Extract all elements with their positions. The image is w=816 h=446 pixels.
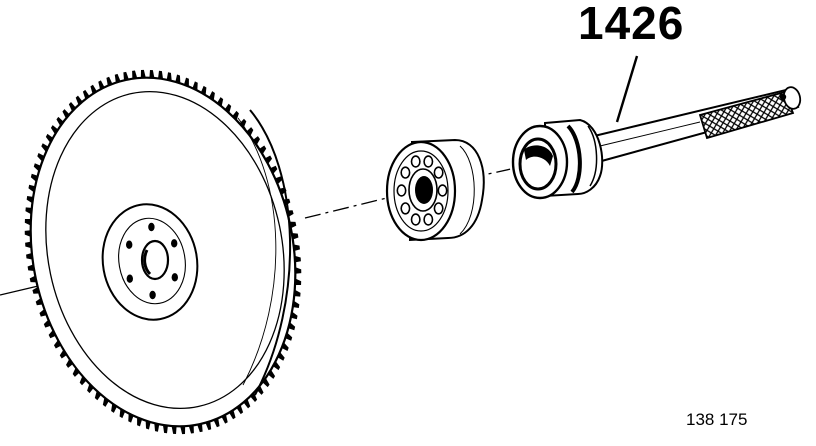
tool-number-label: 1426: [578, 0, 685, 49]
gear-tooth: [66, 357, 75, 368]
flywheel-hub-recess: [118, 217, 186, 305]
tool-number-leader: [615, 55, 639, 123]
tool-sleeve-shading-2: [587, 125, 598, 187]
bearing-ball: [433, 166, 444, 179]
bearing-outer-race: [393, 150, 449, 232]
bearing-ball: [410, 213, 421, 226]
bearing-ball: [423, 155, 434, 168]
gear-tooth: [59, 348, 68, 359]
tool-sleeve-shading: [566, 124, 582, 194]
bearing-bore: [415, 176, 433, 204]
flywheel: [24, 69, 302, 435]
bearing-ball: [400, 202, 411, 215]
bolt-hole: [171, 239, 178, 248]
tool-knurled-grip: [698, 90, 795, 140]
tool-shaft-highlight: [599, 121, 701, 147]
bolt-hole: [148, 222, 155, 232]
gear-tooth: [87, 382, 95, 394]
flywheel-bolt-holes: [126, 222, 178, 300]
bearing-ball: [400, 166, 411, 179]
flywheel-bore-shadow: [143, 249, 152, 276]
gear-tooth: [245, 127, 254, 138]
flywheel-rim-edge-inner: [237, 117, 277, 386]
gear-tooth: [72, 366, 81, 377]
gear-tooth: [79, 374, 88, 386]
tool-cross-hole: [779, 93, 787, 101]
flywheel-rim-edge: [249, 109, 291, 396]
bolt-hole: [126, 240, 133, 249]
bolt-hole: [126, 274, 133, 283]
flywheel-rim-inner: [45, 90, 285, 410]
pilot-bearing: [385, 138, 485, 242]
bearing-shell-edge: [459, 145, 475, 235]
gear-tooth: [258, 145, 267, 156]
bearing-ball: [433, 202, 444, 215]
bolt-hole: [149, 290, 156, 300]
flywheel-center-bore: [140, 239, 170, 281]
tool-sleeve-bore-shadow: [524, 145, 553, 166]
bearing-balls: [396, 155, 448, 226]
bearing-ball: [437, 184, 448, 197]
special-tool-1426: [511, 55, 802, 200]
bearing-ball: [423, 213, 434, 226]
gear-tooth: [251, 136, 260, 147]
figure-number-label: 138 175: [686, 410, 748, 429]
gear-tooth: [231, 110, 239, 122]
bearing-ball: [410, 155, 421, 168]
bearing-ball: [396, 184, 407, 197]
bolt-hole: [171, 273, 178, 282]
